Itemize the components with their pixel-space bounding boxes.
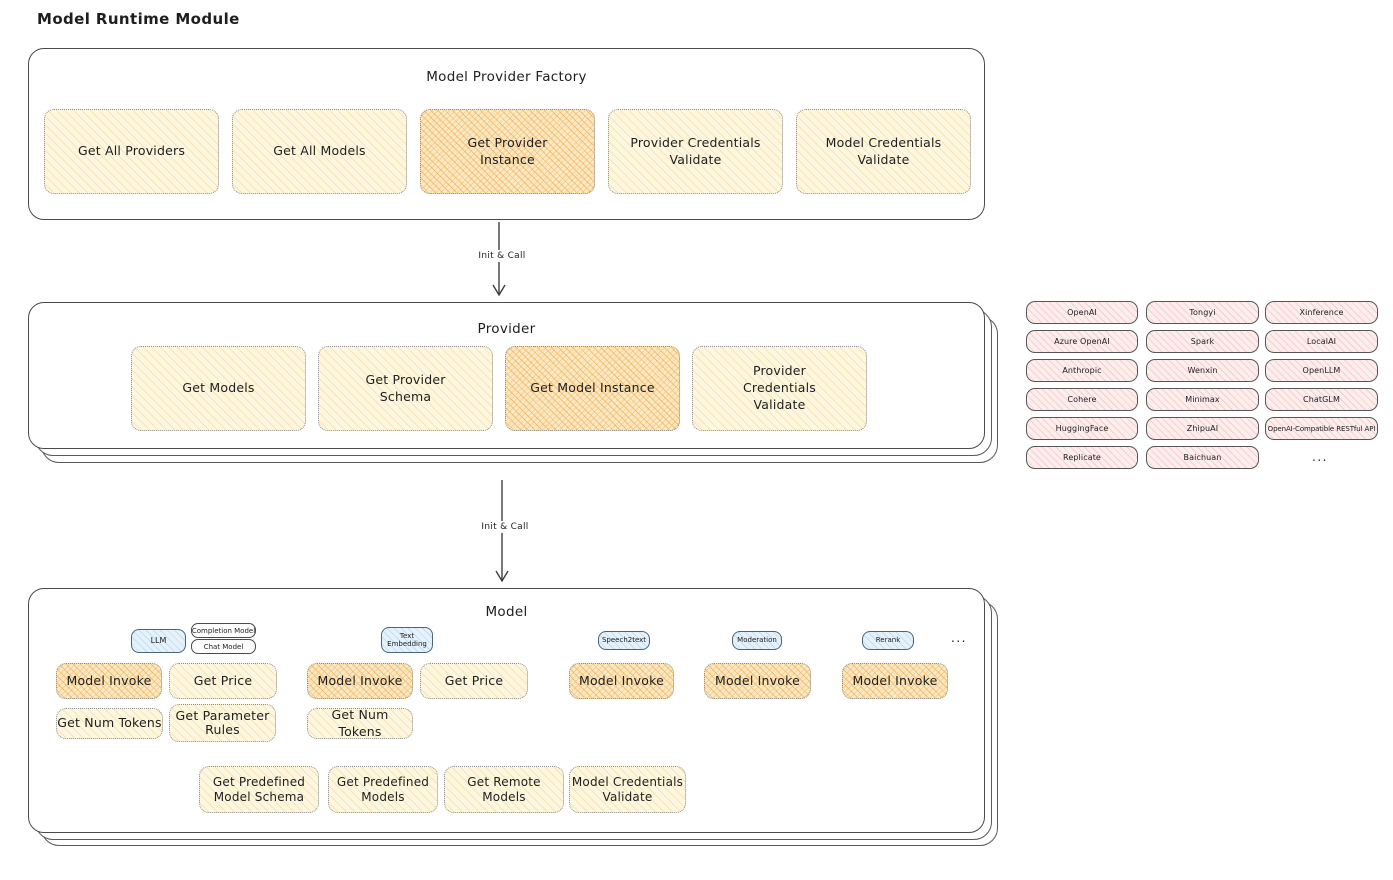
arrow-label-init-call-2: Init & Call xyxy=(464,521,546,533)
provider-title: Provider xyxy=(477,321,536,337)
node-get-all-models: Get All Models xyxy=(232,109,407,194)
node-get-remote-models: Get Remote Models xyxy=(444,766,564,813)
provider-chip-localai: LocalAI xyxy=(1265,330,1378,353)
provider-chip-minimax: Minimax xyxy=(1146,388,1259,411)
provider-chip-spark: Spark xyxy=(1146,330,1259,353)
provider-chip-azure-openai: Azure OpenAI xyxy=(1026,330,1138,353)
node-provider-credentials-validate-2: Provider Credentials Validate xyxy=(692,346,867,431)
provider-chip-tongyi: Tongyi xyxy=(1146,301,1259,324)
tag-moderation: Moderation xyxy=(732,631,782,650)
node-speech2text-model-invoke: Model Invoke xyxy=(569,663,674,699)
node-llm-get-parameter-rules: Get Parameter Rules xyxy=(169,704,276,742)
model-title: Model xyxy=(485,604,528,620)
tag-completion-model: Completion Model xyxy=(191,623,256,638)
tag-speech2text: Speech2text xyxy=(598,631,650,650)
provider-chip-baichuan: Baichuan xyxy=(1146,446,1259,469)
node-get-models: Get Models xyxy=(131,346,306,431)
node-get-provider-instance: Get Provider Instance xyxy=(420,109,595,194)
model-card: Model LLM Completion Model Chat Model Te… xyxy=(28,588,985,833)
node-get-predefined-models: Get Predefined Models xyxy=(328,766,438,813)
provider-card: Provider Get Models Get Provider Schema … xyxy=(28,302,985,449)
provider-chip-zhipuai: ZhipuAI xyxy=(1146,417,1259,440)
providers-more-ellipsis: ... xyxy=(1312,450,1328,464)
factory-card: Model Provider Factory Get All Providers… xyxy=(28,48,985,220)
node-embedding-get-num-tokens: Get Num Tokens xyxy=(307,707,413,739)
node-provider-credentials-validate: Provider Credentials Validate xyxy=(608,109,783,194)
node-model-credentials-validate: Model Credentials Validate xyxy=(796,109,971,194)
provider-chip-anthropic: Anthropic xyxy=(1026,359,1138,382)
provider-chip-openai-compatible: OpenAI-Compatible RESTful API xyxy=(1265,417,1378,440)
node-llm-get-num-tokens: Get Num Tokens xyxy=(56,708,163,739)
node-get-all-providers: Get All Providers xyxy=(44,109,219,194)
provider-chip-huggingface: HuggingFace xyxy=(1026,417,1138,440)
node-moderation-model-invoke: Model Invoke xyxy=(704,663,811,699)
node-llm-model-invoke: Model Invoke xyxy=(56,663,162,699)
node-embedding-model-invoke: Model Invoke xyxy=(307,663,413,699)
provider-chip-openai: OpenAI xyxy=(1026,301,1138,324)
node-get-provider-schema: Get Provider Schema xyxy=(318,346,493,431)
provider-chip-xinference: Xinference xyxy=(1265,301,1378,324)
provider-chip-openllm: OpenLLM xyxy=(1265,359,1378,382)
node-llm-get-price: Get Price xyxy=(169,663,277,699)
tag-rerank: Rerank xyxy=(862,631,914,650)
provider-chip-wenxin: Wenxin xyxy=(1146,359,1259,382)
tag-chat-model: Chat Model xyxy=(191,639,256,654)
provider-chip-chatglm: ChatGLM xyxy=(1265,388,1378,411)
node-rerank-model-invoke: Model Invoke xyxy=(842,663,948,699)
page-title: Model Runtime Module xyxy=(37,10,240,28)
provider-chip-cohere: Cohere xyxy=(1026,388,1138,411)
provider-chip-replicate: Replicate xyxy=(1026,446,1138,469)
arrow-label-init-call-1: Init & Call xyxy=(461,250,543,262)
tag-llm: LLM xyxy=(131,629,186,653)
factory-title: Model Provider Factory xyxy=(426,69,587,85)
node-model-credentials-validate-2: Model Credentials Validate xyxy=(569,766,686,813)
node-get-model-instance: Get Model Instance xyxy=(505,346,680,431)
tag-text-embedding: Text Embedding xyxy=(381,627,433,653)
node-get-predefined-model-schema: Get Predefined Model Schema xyxy=(199,766,319,813)
node-embedding-get-price: Get Price xyxy=(420,663,528,699)
model-types-more-ellipsis: ... xyxy=(951,631,967,645)
